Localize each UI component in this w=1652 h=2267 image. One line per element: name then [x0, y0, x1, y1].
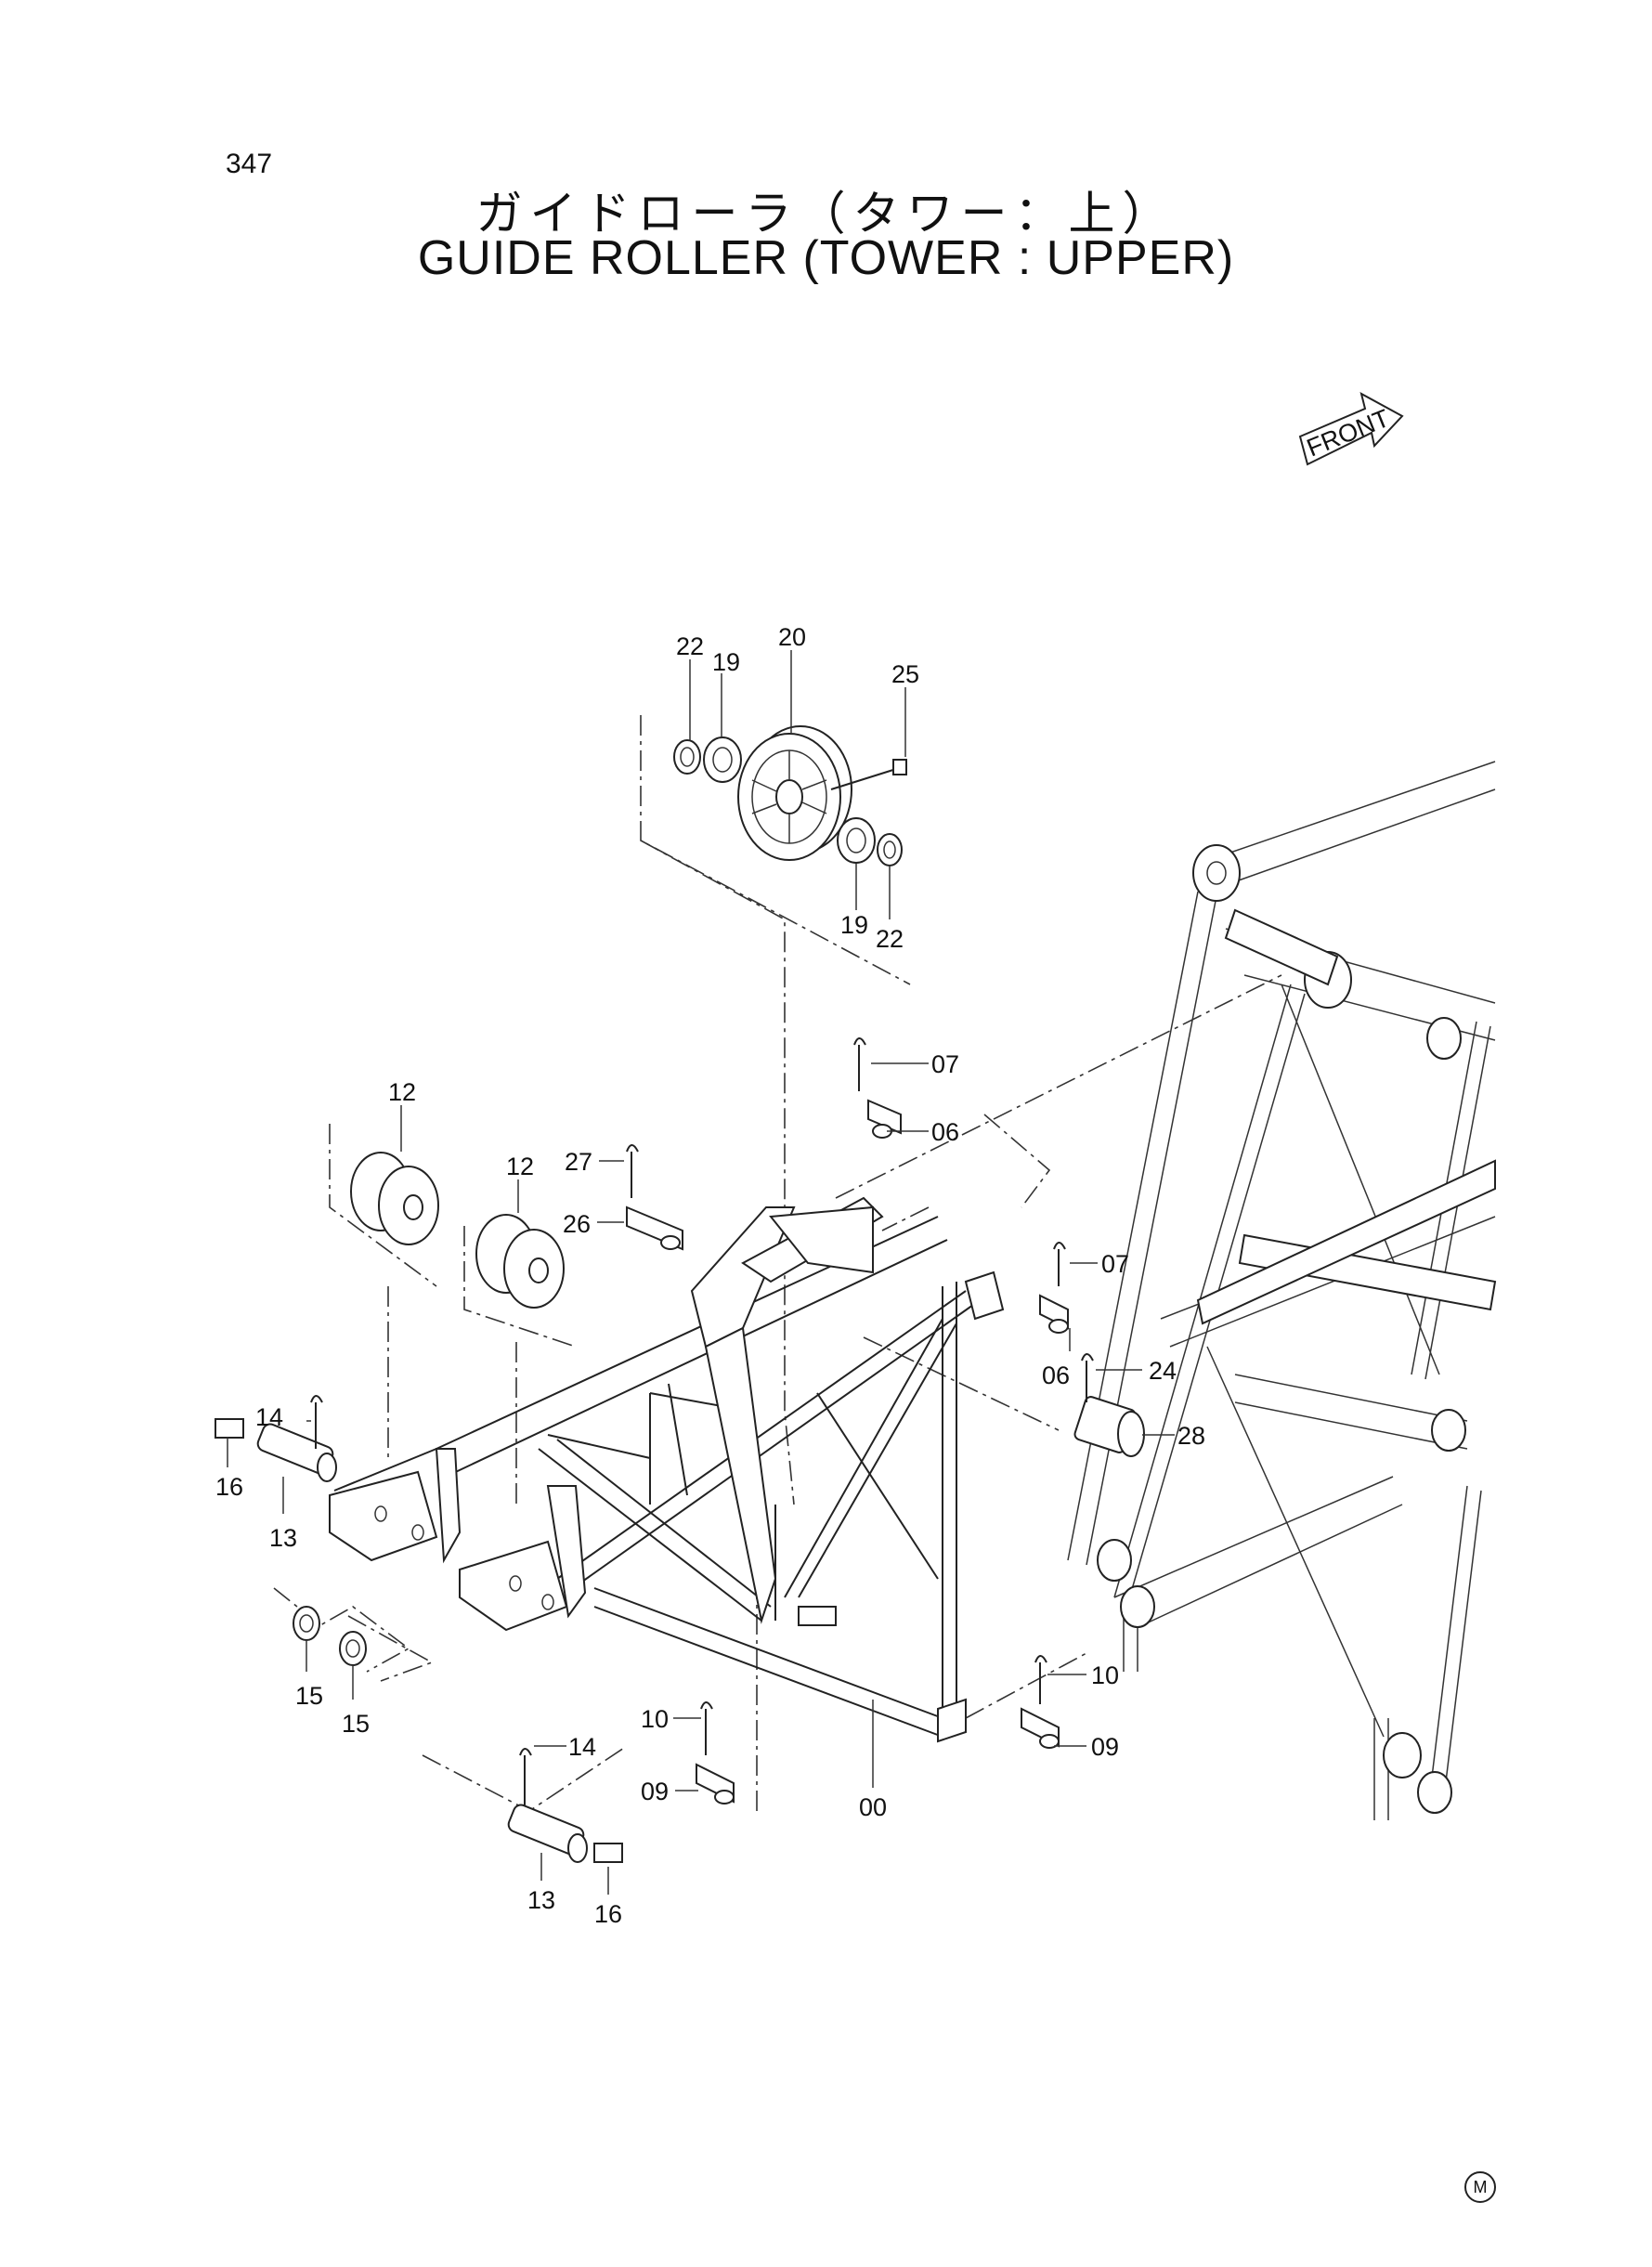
part-label-14: 14 — [568, 1733, 596, 1761]
pins-and-fasteners — [215, 1037, 1145, 1863]
part-label-06: 06 — [1042, 1362, 1070, 1389]
part-label-15: 15 — [295, 1682, 323, 1710]
page-number: 347 — [226, 149, 273, 179]
tower-structure — [1067, 761, 1497, 1820]
part-label-26: 26 — [563, 1210, 591, 1238]
part-label-19: 19 — [712, 648, 740, 676]
title-japanese: ガイドローラ（タワー：上） — [475, 187, 1177, 241]
part-label-15: 15 — [342, 1710, 370, 1738]
leader-lines — [227, 650, 1175, 1895]
part-label-06: 06 — [931, 1118, 959, 1146]
part-label-20: 20 — [778, 623, 806, 651]
part-label-10: 10 — [1091, 1661, 1119, 1689]
part-label-09: 09 — [1091, 1733, 1119, 1761]
part-label-09: 09 — [641, 1778, 669, 1805]
guide-roller-frame — [329, 1196, 1005, 1743]
part-label-12: 12 — [388, 1078, 416, 1106]
part-label-22: 22 — [676, 632, 704, 660]
maker-mark-icon: M — [1464, 2171, 1496, 2203]
guide-roller-wheel — [673, 725, 907, 866]
part-label-25: 25 — [891, 660, 919, 688]
part-labels: 22 19 20 25 19 22 07 06 12 12 27 26 07 0… — [215, 623, 1205, 1928]
part-label-16: 16 — [215, 1473, 243, 1501]
part-label-13: 13 — [269, 1524, 297, 1552]
part-label-22: 22 — [876, 925, 904, 953]
small-roller-left — [350, 1152, 439, 1245]
part-label-00: 00 — [859, 1793, 887, 1821]
part-label-10: 10 — [641, 1705, 669, 1733]
part-label-07: 07 — [931, 1050, 959, 1078]
part-label-16: 16 — [594, 1900, 622, 1928]
part-label-24: 24 — [1149, 1357, 1177, 1385]
part-label-28: 28 — [1177, 1422, 1205, 1450]
part-label-19: 19 — [840, 911, 868, 939]
part-label-14: 14 — [255, 1403, 283, 1431]
part-label-12: 12 — [506, 1153, 534, 1180]
title-english: GUIDE ROLLER (TOWER : UPPER) — [417, 231, 1235, 285]
front-arrow-icon: FRONT — [1298, 392, 1404, 466]
part-label-27: 27 — [565, 1148, 592, 1176]
small-roller-right — [475, 1214, 565, 1309]
front-label: FRONT — [1303, 404, 1393, 463]
part-label-07: 07 — [1101, 1250, 1129, 1278]
part-label-13: 13 — [527, 1886, 555, 1914]
assembly-group-lines — [273, 715, 1282, 1812]
